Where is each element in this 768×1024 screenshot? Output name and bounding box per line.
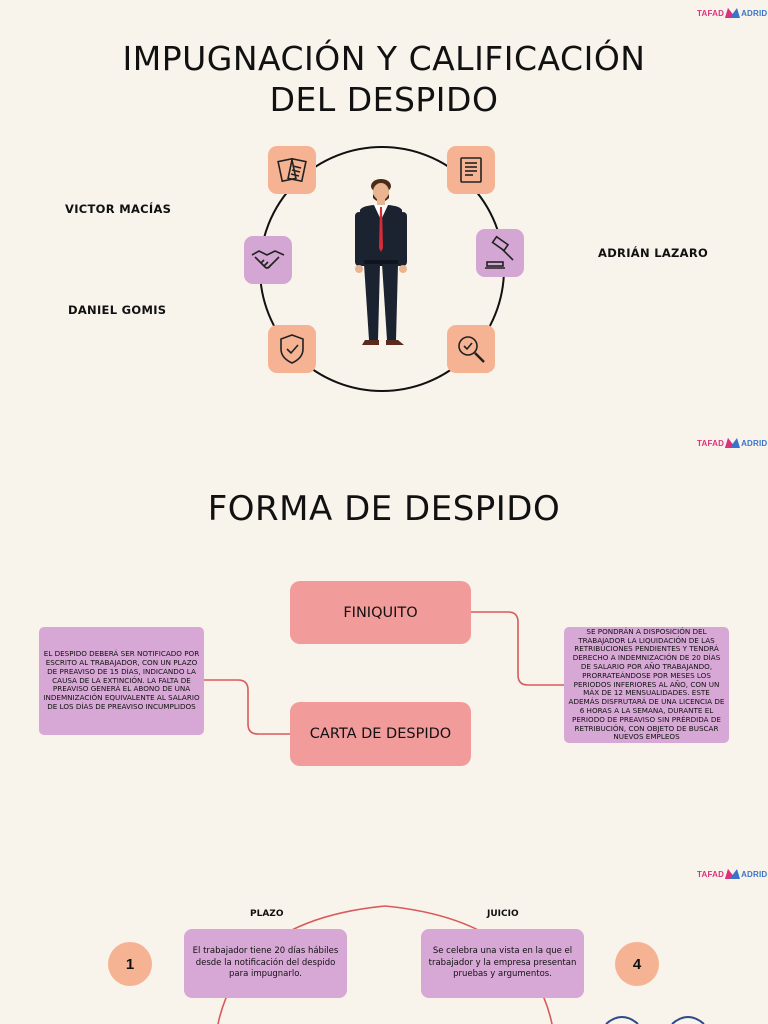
juicio-label: JUICIO [487,909,519,919]
shield-check-icon [280,334,304,364]
title-line-1: IMPUGNACIÓN Y CALIFICACIÓN [122,39,646,78]
icon-box-magnifier [447,325,495,373]
icon-box-documents [268,146,316,194]
author-daniel: DANIEL GOMIS [68,303,167,317]
icon-box-shield [268,325,316,373]
slide1-title: IMPUGNACIÓN Y CALIFICACIÓN DEL DESPIDO [0,38,768,121]
right-note: SE PONDRÁN A DISPOSICIÓN DEL TRABAJADOR … [564,627,729,743]
author-adrian: ADRIÁN LAZARO [598,246,709,260]
icon-box-certificate [447,146,495,194]
logo: TAFAD ADRID [697,8,768,18]
finiquito-label: FINIQUITO [343,604,418,621]
logo-m-icon [725,8,741,18]
businessman-illustration [355,179,407,345]
plazo-label: PLAZO [250,909,284,919]
slide3-partial-circles [605,1016,705,1024]
logo: TAFAD ADRID [697,869,768,879]
step-number-4: 4 [615,942,659,986]
slide2-title: FORMA DE DESPIDO [207,489,561,529]
author-victor: VICTOR MACÍAS [65,202,172,216]
logo: TAFAD ADRID [697,438,768,448]
finiquito-box: FINIQUITO [290,581,471,644]
carta-despido-box: CARTA DE DESPIDO [290,702,471,766]
logo-m-icon [725,438,741,448]
icon-box-handshake [244,236,292,284]
certificate-icon [460,157,482,183]
icon-box-gavel [476,229,524,277]
magnifier-check-icon [458,336,485,363]
juicio-card: Se celebra una vista en la que el trabaj… [421,929,584,998]
title-line-2: DEL DESPIDO [269,80,499,120]
left-note: EL DESPIDO DEBERÁ SER NOTIFICADO POR ESC… [39,627,204,735]
documents-icon [277,157,307,183]
carta-despido-label: CARTA DE DESPIDO [309,726,452,742]
connector-lines [204,611,565,735]
logo-m-icon [725,869,741,879]
plazo-card: El trabajador tiene 20 días hábiles desd… [184,929,347,998]
step-number-1: 1 [108,942,152,986]
gavel-icon [485,235,514,269]
handshake-icon [251,250,285,269]
